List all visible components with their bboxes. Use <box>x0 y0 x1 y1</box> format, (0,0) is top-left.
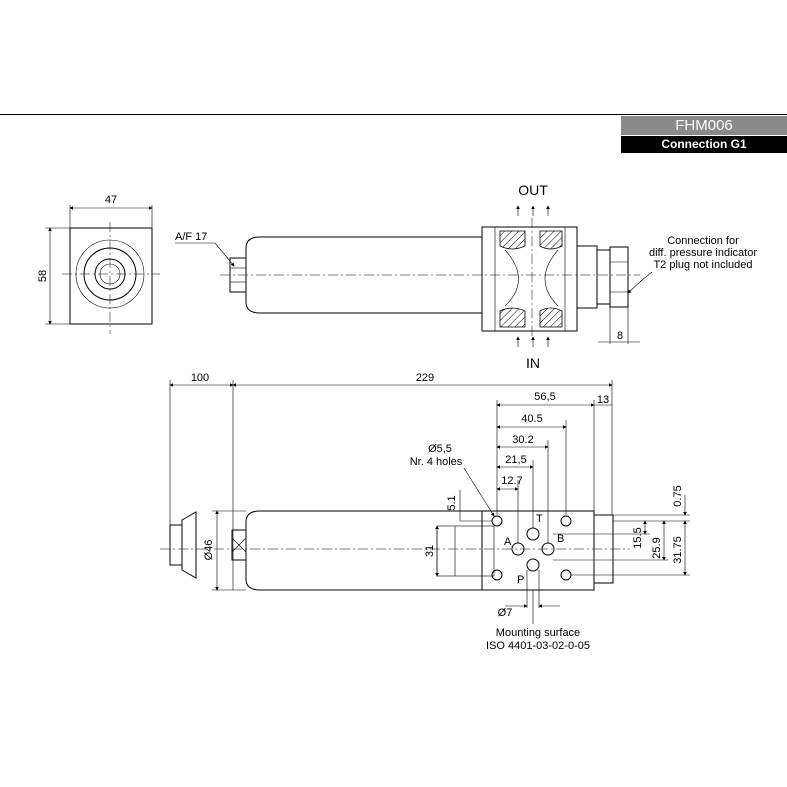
in-label: IN <box>526 355 540 371</box>
dim-21-5: 21,5 <box>505 454 526 466</box>
out-arrows <box>516 205 550 216</box>
dim-5-1: 5.1 <box>446 495 458 510</box>
port-t-circle <box>526 527 540 541</box>
plug-hex <box>609 246 629 308</box>
af-label: A/F 17 <box>175 231 207 243</box>
dim-8: 8 <box>617 330 623 342</box>
dim-46: Ø46 <box>203 540 215 561</box>
indicator-port-housing <box>576 245 598 309</box>
dim-58: 58 <box>37 270 49 282</box>
port-t: T <box>536 513 543 525</box>
end-view-body <box>69 227 153 325</box>
end-view: 47 58 <box>37 194 160 334</box>
dim-30-2: 30.2 <box>512 434 533 446</box>
in-arrows <box>516 336 550 347</box>
port-p-circle <box>526 558 540 572</box>
filter-head <box>481 226 578 332</box>
bottom-hex-plug <box>169 524 183 566</box>
header-rule <box>0 114 787 115</box>
end-view-mid-circle <box>83 247 137 301</box>
connection-badge: Connection G1 <box>621 136 787 153</box>
note-line-1: Connection for <box>667 235 739 247</box>
note-line-3: T2 plug not included <box>653 259 752 271</box>
dim-13: 13 <box>597 394 609 406</box>
dim-15-5: 15.5 <box>632 527 644 548</box>
dim-12-7: 12.7 <box>501 475 522 487</box>
bottom-view: A B T P 100 229 56,5 13 40.5 30.2 21,5 <box>160 372 690 652</box>
dim-7: Ø7 <box>498 607 513 619</box>
hole-dia: Ø5,5 <box>428 443 452 455</box>
dim-40-5: 40.5 <box>521 413 542 425</box>
indicator-plug <box>596 249 611 305</box>
dim-47: 47 <box>105 194 117 206</box>
dim-56-5: 56,5 <box>534 391 555 403</box>
model-code-badge: FHM006 <box>621 116 787 135</box>
hole-count: Nr. 4 holes <box>410 456 463 468</box>
dim-0-75: 0.75 <box>672 485 684 506</box>
out-label: OUT <box>518 182 548 198</box>
mount-line-1: Mounting surface <box>496 627 580 639</box>
dim-25-9: 25.9 <box>651 537 663 558</box>
mount-line-2: ISO 4401-03-02-0-05 <box>486 640 590 652</box>
dim-31: 31 <box>424 545 436 557</box>
port-p: P <box>517 574 524 586</box>
bottom-bowl <box>245 510 483 591</box>
port-a: A <box>504 536 512 548</box>
note-line-2: diff. pressure indicator <box>649 247 757 259</box>
side-view: OUT IN A/F 17 Connection for diff. press… <box>175 182 757 371</box>
dim-31-75: 31.75 <box>672 536 684 564</box>
dim-229: 229 <box>416 372 434 384</box>
dim-100: 100 <box>191 372 209 384</box>
port-b: B <box>557 533 564 545</box>
